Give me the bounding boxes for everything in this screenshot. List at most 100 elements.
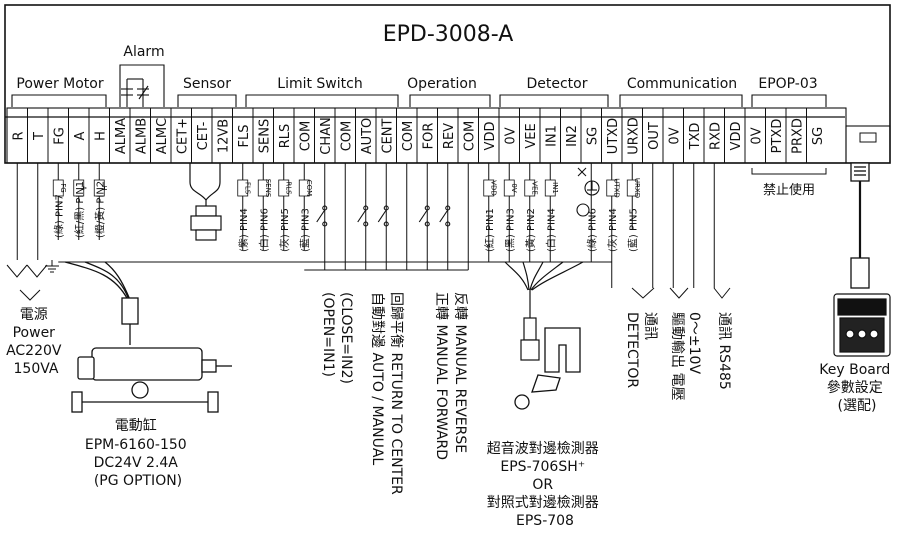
bracket-detector <box>499 94 609 107</box>
electric-cylinder-icon <box>71 347 232 413</box>
pin-label: (橙/黃) PIN2 <box>93 181 106 238</box>
terminal-label: PRXD <box>790 118 805 154</box>
group-label-epop: EPOP-03 <box>758 76 817 92</box>
group-label-limit-switch: Limit Switch <box>277 76 362 92</box>
pin-label: (黑) PIN3 <box>504 208 516 252</box>
pin-label: (灰) PIN4 <box>606 208 619 252</box>
power-caption: 電源 Power AC220V 150VA <box>6 307 66 377</box>
terminal-label: RLS <box>278 124 293 149</box>
caption-detector-comm: DETECTOR <box>624 312 640 388</box>
terminal-label: UTXD <box>606 118 621 154</box>
caption-rs485: 通訊 RS485 <box>716 312 732 390</box>
group-label-operation: Operation <box>407 76 477 92</box>
terminal-label: FLS <box>237 125 252 148</box>
wire-tag: VDD <box>489 180 497 196</box>
bracket-limit-switch <box>245 94 399 107</box>
caption-auto-manual: 自動對邊 AUTO / MANUAL <box>369 292 385 465</box>
terminal-label: R <box>11 131 26 140</box>
terminal-label: SG <box>811 127 826 145</box>
controller-title: EPD-3008-A <box>383 22 514 47</box>
terminal-label: COM <box>339 121 354 152</box>
terminal-label: CET- <box>196 121 211 150</box>
terminal-groups: Alarm Power Motor Sensor Limit Switch Op… <box>11 44 827 107</box>
pin-label: (藍) PIN3 <box>298 208 311 252</box>
terminal-label: IN1 <box>544 125 559 147</box>
pin-label: (紅/黑) PIN1 <box>74 181 86 238</box>
alarm-contact-icon <box>121 78 149 107</box>
detector-sensor-icon <box>514 327 581 410</box>
terminal-label: ALMA <box>114 118 129 154</box>
terminal-label: FOR <box>421 123 436 150</box>
terminal-label: TXD <box>688 123 703 151</box>
bracket-alarm <box>119 64 165 107</box>
pin-label: (綠) PIN6 <box>586 208 598 252</box>
wire-tag: UTXD <box>612 178 620 198</box>
caption-return-center: 回歸平衡 RETURN TO CENTER <box>388 292 405 495</box>
caption-detector-comm-2: 通訊 <box>642 312 658 340</box>
terminal-label: 0V <box>503 127 518 144</box>
keyboard-port <box>845 125 891 164</box>
terminal-label: VEE <box>524 123 539 148</box>
terminal-label: COM <box>462 121 477 152</box>
terminal-label: T <box>32 132 47 141</box>
pin-label: (白) PIN4 <box>544 208 557 252</box>
pin-label: (綠) PIN7 <box>53 194 65 238</box>
group-label-sensor: Sensor <box>183 76 231 92</box>
in2-not-used-icon <box>577 167 587 177</box>
keyboard-cable <box>850 162 870 289</box>
group-label-communication: Communication <box>627 76 737 92</box>
terminal-label: COM <box>401 121 416 152</box>
power-input <box>6 260 59 301</box>
pin-label: (藍) PIN5 <box>626 208 639 252</box>
wire-tag: FLS <box>243 182 251 195</box>
caption-open-in1: (OPEN=IN1) <box>320 292 336 377</box>
terminal-label: AUTO <box>360 118 375 155</box>
pin-label: (白) PIN6 <box>257 208 270 252</box>
terminal-label: IN2 <box>565 125 580 147</box>
caption-close-in2: (CLOSE=IN2) <box>338 292 354 384</box>
terminal-label: URXD <box>626 117 641 154</box>
terminal-label: RXD <box>708 122 723 150</box>
terminal-label: H <box>93 131 108 141</box>
keyboard-caption: Key Board 參數設定 (選配) <box>819 362 894 414</box>
bracket-operation <box>409 94 491 107</box>
caption-reverse: 反轉 MANUAL REVERSE <box>452 292 468 453</box>
terminal-label: SENS <box>257 119 272 153</box>
pin-label: (灰) PIN5 <box>278 208 291 252</box>
sensor-caption: 超音波對邊檢測器 EPS-706SH⁺ OR 對照式對邊檢測器 EPS-708 <box>487 440 603 529</box>
group-label-detector: Detector <box>526 76 587 92</box>
bracket-communication <box>619 94 743 107</box>
wire-tag: URXD <box>633 178 641 198</box>
motor-caption: 電動缸 EPM-6160-150 DC24V 2.4A (PG OPTION) <box>85 417 191 489</box>
wire-tag: VEE <box>530 181 538 195</box>
wire-tag: IN1 <box>551 182 559 194</box>
keyboard-port-socket <box>859 132 877 143</box>
pin-label: (紅) PIN1 <box>484 208 496 252</box>
bracket-power-motor <box>11 94 107 107</box>
terminal-label: FG <box>52 127 67 145</box>
terminal-label: ALMB <box>134 118 149 154</box>
terminal-label: PTXD <box>770 119 785 154</box>
terminal-label: OUT <box>647 122 662 150</box>
group-label-alarm: Alarm <box>123 44 164 60</box>
wire-tag: 0V <box>510 183 518 192</box>
pin-label: (紫) PIN4 <box>238 208 250 252</box>
group-label-power-motor: Power Motor <box>16 76 103 92</box>
caption-forward: 正轉 MANUAL FORWARD <box>433 292 449 460</box>
wire-tag: COM <box>305 180 313 196</box>
terminal-label: COM <box>298 121 313 152</box>
epop-bracket <box>751 168 827 175</box>
terminal-label: 0V <box>667 127 682 144</box>
caption-drive-range: 0～±10V <box>686 312 702 374</box>
terminal-label: VDD <box>483 122 498 151</box>
comm-arrows <box>631 287 731 299</box>
terminal-label: 0V <box>749 127 764 144</box>
terminal-label: VDD <box>729 122 744 151</box>
bracket-sensor <box>177 94 237 107</box>
sg-ground-icon <box>584 180 600 196</box>
detector-cable <box>504 261 584 361</box>
terminal-label: SG <box>585 127 600 145</box>
